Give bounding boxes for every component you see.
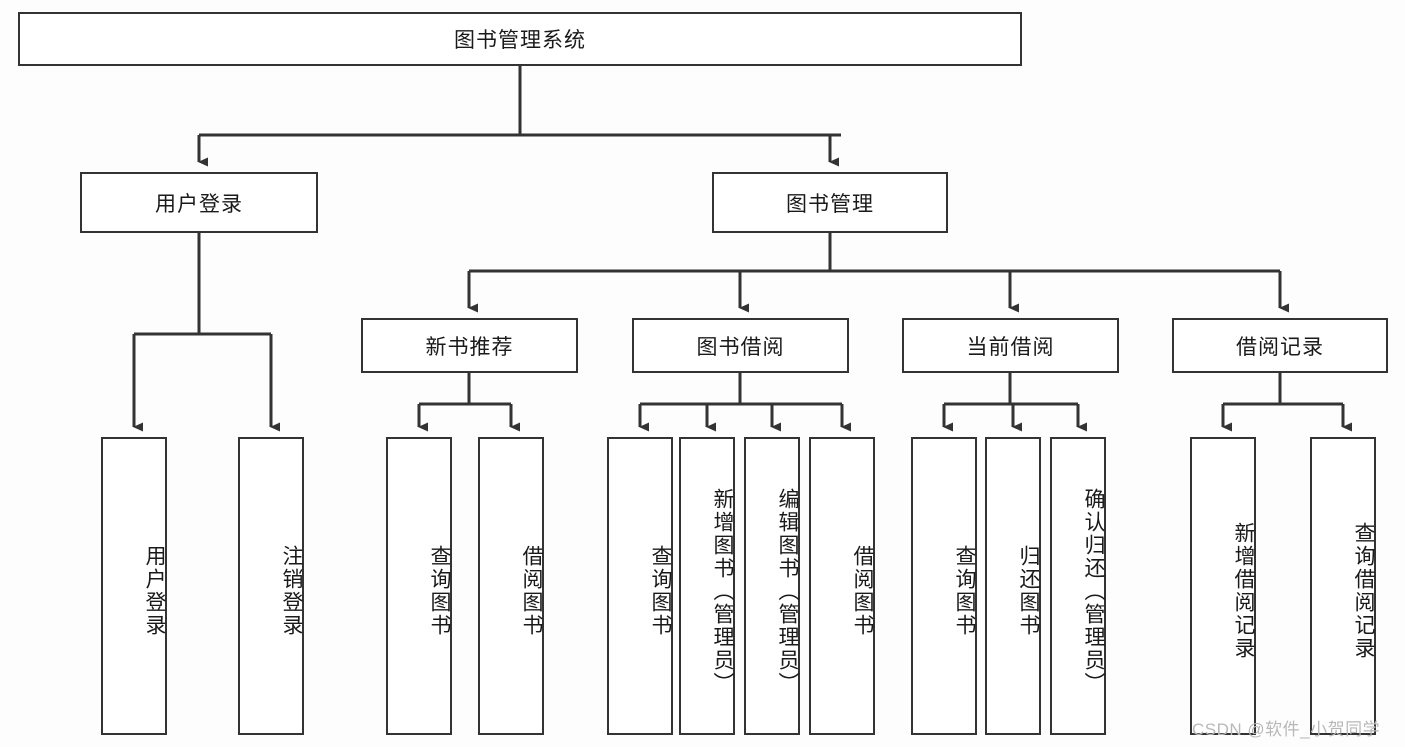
- node-leaf-query-book-2[interactable]: 查询图书: [607, 437, 673, 735]
- node-label: 确认归还（管理员）: [1082, 487, 1105, 695]
- node-leaf-query-book-1[interactable]: 查询图书: [386, 437, 452, 735]
- node-leaf-query-record[interactable]: 查询借阅记录: [1310, 437, 1376, 735]
- node-leaf-query-book-3[interactable]: 查询图书: [911, 437, 977, 735]
- node-leaf-logout[interactable]: 注销登录: [238, 437, 304, 735]
- node-new-book-rec[interactable]: 新书推荐: [361, 318, 578, 373]
- node-leaf-borrow-book-2[interactable]: 借阅图书: [809, 437, 875, 735]
- csdn-watermark: CSDN @软件_小贺同学: [1192, 720, 1381, 739]
- node-label: 借阅图书: [851, 545, 874, 637]
- node-label: 借阅图书: [520, 545, 543, 637]
- node-label: 借阅记录: [1236, 335, 1324, 359]
- node-current-borrow[interactable]: 当前借阅: [902, 318, 1119, 373]
- node-label: 用户登录: [155, 192, 243, 216]
- node-label: 用户登录: [143, 545, 166, 637]
- node-leaf-edit-book[interactable]: 编辑图书（管理员）: [744, 437, 800, 735]
- node-label: 新书推荐: [425, 335, 514, 359]
- node-book-borrow[interactable]: 图书借阅: [632, 318, 849, 373]
- node-label: 新增图书（管理员）: [711, 487, 734, 695]
- node-label: 注销登录: [280, 545, 303, 637]
- node-label: 查询图书: [649, 545, 672, 637]
- node-label: 查询图书: [428, 545, 451, 637]
- node-leaf-add-record[interactable]: 新增借阅记录: [1190, 437, 1256, 735]
- node-label: 编辑图书（管理员）: [776, 487, 799, 695]
- node-borrow-record[interactable]: 借阅记录: [1172, 318, 1388, 373]
- node-leaf-confirm-return[interactable]: 确认归还（管理员）: [1050, 437, 1106, 735]
- node-root-system[interactable]: 图书管理系统: [18, 12, 1022, 66]
- node-label: 新增借阅记录: [1232, 522, 1255, 660]
- node-leaf-add-book[interactable]: 新增图书（管理员）: [679, 437, 735, 735]
- node-book-manage[interactable]: 图书管理: [712, 172, 948, 233]
- node-label: 图书管理: [786, 192, 874, 216]
- node-label: 查询图书: [953, 545, 976, 637]
- node-user-login[interactable]: 用户登录: [80, 172, 318, 233]
- node-label: 归还图书: [1017, 545, 1040, 637]
- node-label: 图书管理系统: [454, 29, 586, 52]
- node-label: 图书借阅: [696, 335, 785, 359]
- node-leaf-return-book[interactable]: 归还图书: [985, 437, 1041, 735]
- node-label: 当前借阅: [966, 335, 1055, 359]
- node-leaf-borrow-book-1[interactable]: 借阅图书: [478, 437, 544, 735]
- node-label: 查询借阅记录: [1352, 522, 1375, 660]
- node-leaf-user-login[interactable]: 用户登录: [101, 437, 167, 735]
